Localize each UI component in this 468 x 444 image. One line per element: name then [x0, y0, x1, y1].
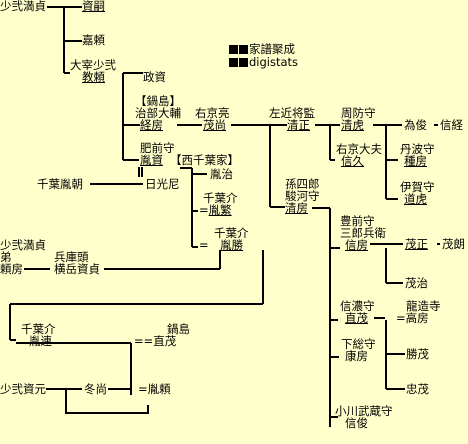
person-title: 弟	[0, 250, 12, 264]
person-name: 資嗣	[82, 0, 105, 13]
person-name: 少弐満貞	[0, 0, 46, 13]
marriage-mark: =	[199, 203, 209, 217]
person-name: 清虎	[341, 118, 364, 132]
person-name: 康房	[345, 349, 368, 363]
person-name: =胤頼	[138, 382, 171, 396]
person-title: 肥前守	[140, 141, 175, 155]
person-title: 千葉介	[214, 226, 249, 240]
person-title: 豊前守	[340, 214, 375, 228]
person-name: 為俊	[404, 118, 427, 132]
person-name: 千葉胤朝	[37, 177, 83, 191]
person-name: ==直茂	[134, 334, 177, 348]
person-name: 種房	[404, 154, 427, 168]
house-label: 【西千葉家】	[170, 153, 239, 167]
black-square-icon	[239, 58, 248, 67]
person-title: 信濃守	[340, 299, 375, 313]
person-name: 茂正	[405, 237, 428, 251]
black-square-icon	[239, 45, 248, 54]
person-name: 少弐満貞	[0, 238, 46, 252]
person-title: 右京大夫	[336, 142, 382, 156]
person-name: 胤資	[140, 153, 163, 167]
person-name: 忠茂	[406, 382, 429, 396]
credit-line-2: digistats	[229, 56, 298, 69]
person-title: 丹波守	[400, 142, 435, 156]
person-name: 冬尚	[84, 382, 107, 396]
house-label: 【鍋島】	[135, 94, 181, 108]
person-name: 勝茂	[406, 347, 429, 361]
person-name: 横岳資貞	[54, 262, 100, 276]
person-name: 経房	[140, 118, 163, 132]
person-title: 治部大輔	[135, 106, 181, 120]
person-name: 少弐資元	[0, 382, 46, 396]
person-name: 信経	[440, 118, 463, 132]
person-title: 鍋島	[167, 322, 190, 336]
person-name: 日光尼	[145, 177, 180, 191]
person-name: 信房	[345, 238, 368, 252]
person-name: 清房	[285, 201, 308, 215]
person-name: 胤治	[210, 167, 233, 181]
person-title: 右京亮	[195, 106, 230, 120]
person-name: 嘉頼	[82, 33, 105, 47]
person-title: 龍造寺	[406, 299, 441, 313]
person-title: 周防守	[341, 106, 376, 120]
person-name: 信久	[341, 154, 364, 168]
black-square-icon	[229, 58, 238, 67]
person-title: 千葉介	[203, 191, 238, 205]
person-title: 兵庫頭	[54, 250, 89, 264]
person-title: 大宰少弐	[70, 58, 116, 72]
credit-line-1: 家譜聚成	[229, 43, 295, 56]
marriage-mark: =	[138, 382, 148, 396]
person-name: 茂朗	[442, 237, 465, 251]
person-title: 左近将監	[269, 106, 315, 120]
person-name: 茂尚	[203, 118, 226, 132]
person-title: 千葉介	[21, 322, 56, 336]
person-name: 茂治	[405, 276, 428, 290]
marriage-mark: ==	[134, 334, 154, 348]
marriage-mark: =	[396, 311, 406, 325]
person-name: 頼房	[0, 262, 23, 276]
person-title: 駿河守	[285, 189, 320, 203]
person-name: 政資	[143, 70, 166, 84]
person-title: 孫四郎	[285, 177, 320, 191]
person-name: = 胤勝	[199, 238, 244, 252]
person-title: 伊賀守	[400, 180, 435, 194]
person-name: =高房	[396, 311, 429, 325]
person-title: 下総守	[341, 337, 376, 351]
marriage-mark: =	[199, 238, 221, 252]
person-title: 小川武蔵守	[335, 404, 393, 418]
person-name: 清正	[287, 118, 310, 132]
person-name: 道虎	[404, 192, 427, 206]
person-name: 教頼	[82, 70, 105, 84]
person-title: 三郎兵衛	[340, 226, 386, 240]
person-name: 直茂	[345, 311, 368, 325]
person-name: =胤繁	[199, 203, 232, 217]
person-name: 胤連	[29, 334, 52, 348]
person-name: 信俊	[345, 416, 368, 430]
black-square-icon	[229, 45, 238, 54]
